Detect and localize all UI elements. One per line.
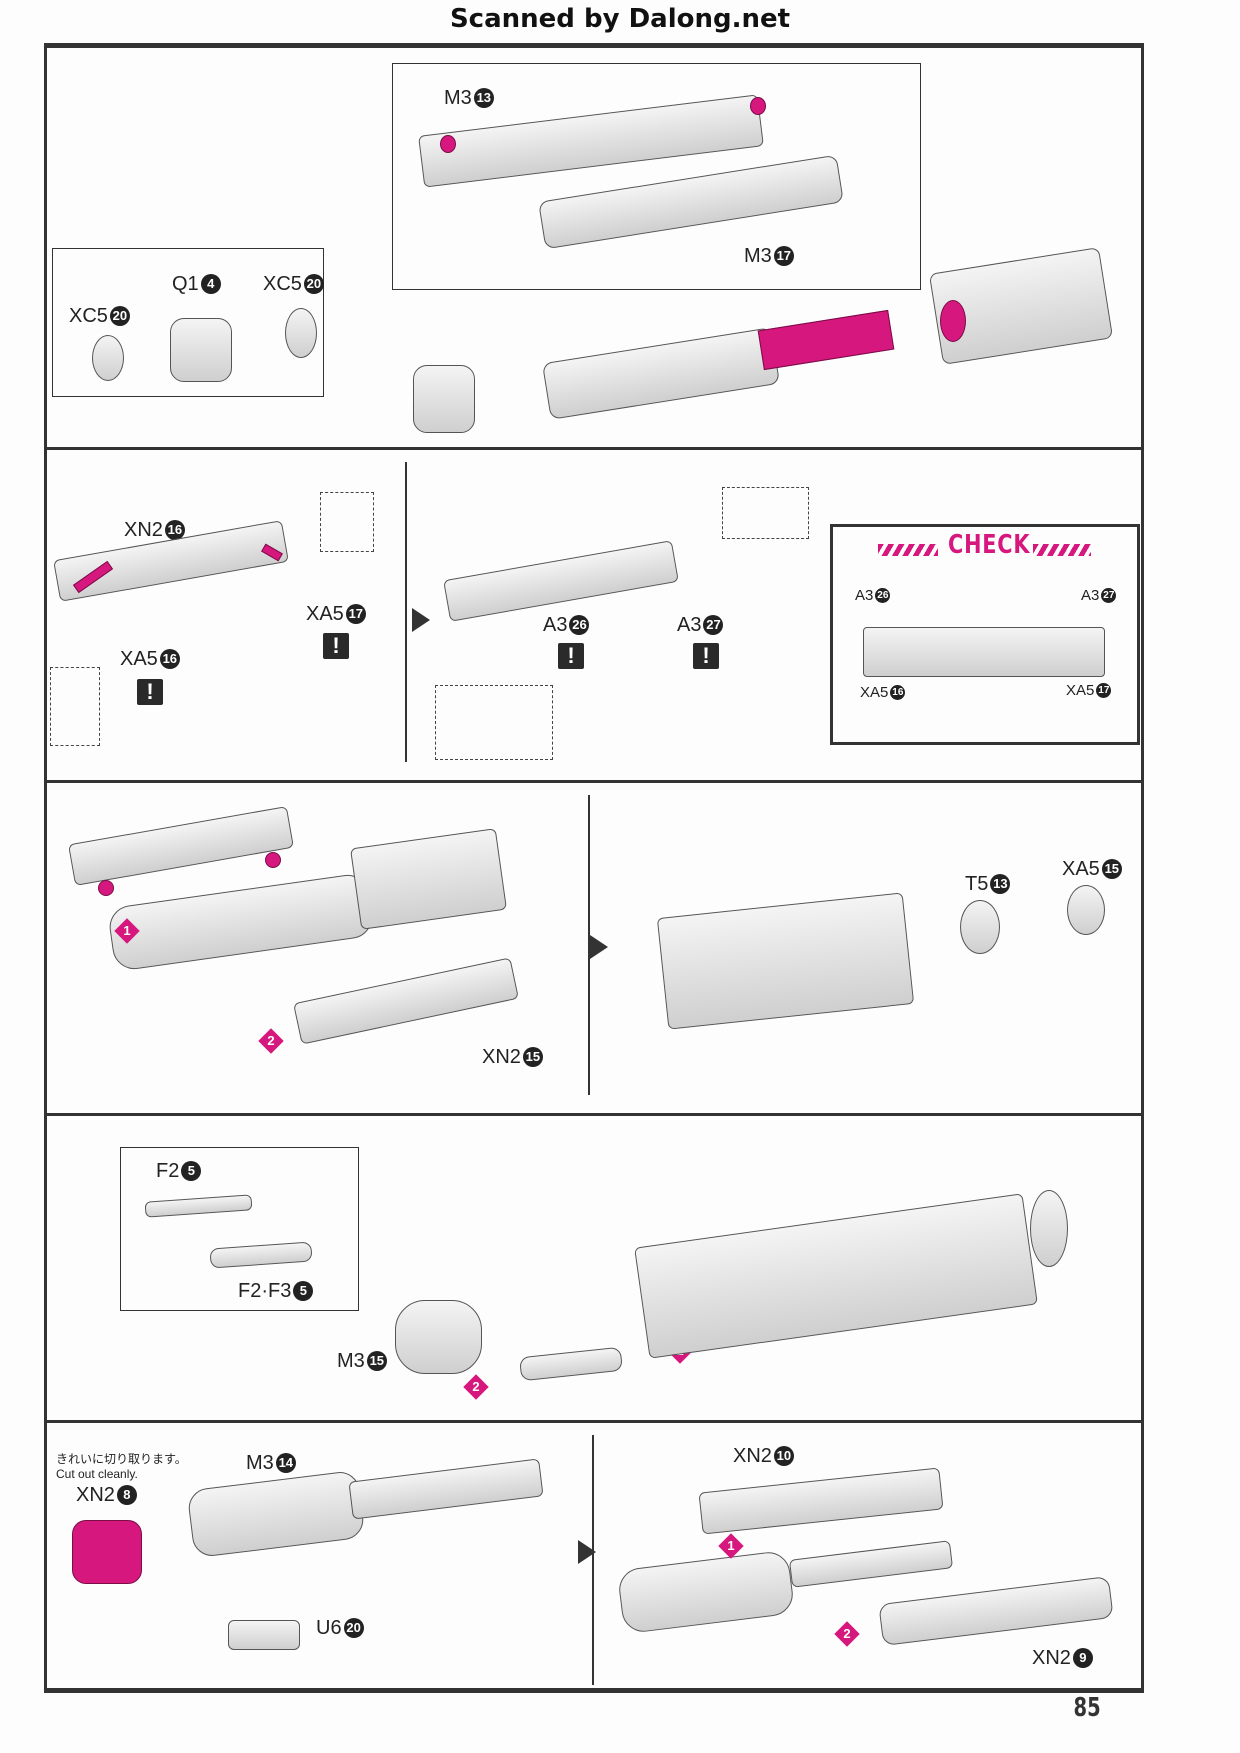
instruction-page-frame xyxy=(44,43,1144,1693)
xa5-cap xyxy=(1067,885,1105,935)
section-divider xyxy=(44,447,1144,450)
peg xyxy=(265,852,281,868)
next-step-arrow-icon xyxy=(590,935,608,959)
note-english: Cut out cleanly. xyxy=(56,1467,138,1481)
page-number: 85 xyxy=(1073,1693,1101,1723)
section-divider xyxy=(44,1113,1144,1116)
xc5-ring-left xyxy=(92,335,124,381)
sticker-detail-box xyxy=(50,667,100,746)
q1-collar xyxy=(170,318,232,382)
section-divider xyxy=(44,1420,1144,1423)
detail-callout-box xyxy=(52,248,324,397)
peg xyxy=(98,880,114,896)
sticker-detail-box xyxy=(320,492,374,552)
muzzle-collar xyxy=(413,365,475,433)
m3-collar xyxy=(395,1300,482,1374)
warning-icon: ! xyxy=(558,643,584,669)
check-frame-illustration xyxy=(863,627,1105,677)
check-stripes-decoration xyxy=(878,544,938,556)
sticker-detail-box xyxy=(435,685,553,760)
scan-credit-header: Scanned by Dalong.net xyxy=(449,4,791,34)
peg-hole xyxy=(750,97,766,115)
step-marker-2: 2 xyxy=(258,1028,284,1054)
step-marker-2: 2 xyxy=(463,1374,489,1400)
warning-icon: ! xyxy=(693,643,719,669)
warning-icon: ! xyxy=(137,679,163,705)
check-stripes-decoration xyxy=(1033,544,1091,556)
step-marker-1: 1 xyxy=(114,918,140,944)
sticker-detail-box xyxy=(722,487,809,539)
u6-part xyxy=(228,1620,300,1650)
step-marker-2: 2 xyxy=(834,1621,860,1647)
step-marker-1: 1 xyxy=(718,1533,744,1559)
xc5-ring-right xyxy=(285,308,317,358)
t5-cap xyxy=(960,900,1000,954)
xn2-sleeve xyxy=(72,1520,142,1584)
section-divider xyxy=(44,780,1144,783)
scope-cap xyxy=(1030,1190,1068,1267)
warning-icon: ! xyxy=(323,633,349,659)
detail-callout-box xyxy=(120,1147,359,1311)
note-japanese: きれいに切り取ります。 xyxy=(56,1452,187,1466)
step-divider xyxy=(588,795,590,1095)
next-step-arrow-icon xyxy=(412,608,430,632)
check-title: CHECK xyxy=(948,530,1031,560)
detail-callout-box xyxy=(392,63,921,290)
receiver-socket xyxy=(940,300,966,342)
peg-hole xyxy=(440,135,456,153)
next-step-arrow-icon xyxy=(578,1540,596,1564)
step-divider xyxy=(405,462,407,762)
